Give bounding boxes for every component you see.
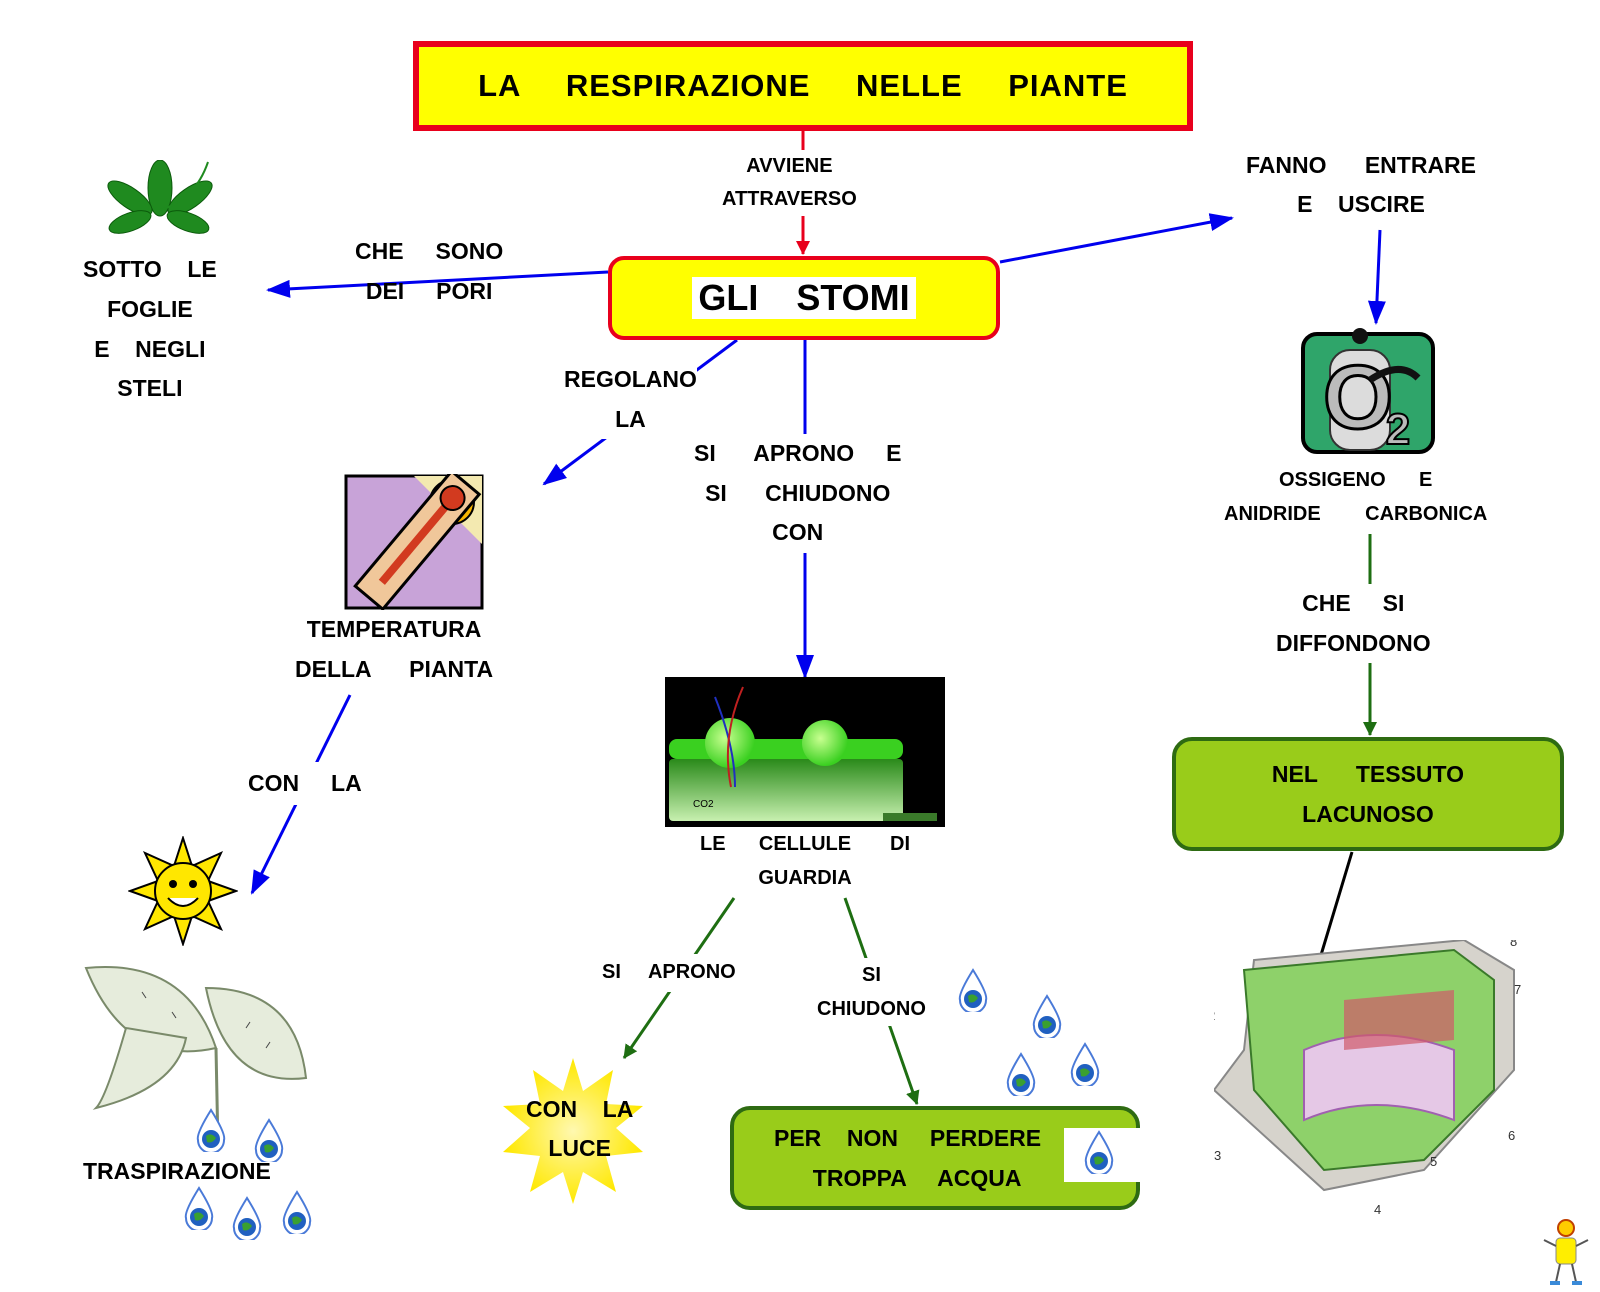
svg-text:5: 5 xyxy=(1430,1154,1437,1169)
water-drop-icon xyxy=(232,1196,262,1240)
link-label-che-si: CHE SI DIFFONDONO xyxy=(1276,584,1431,664)
svg-text:2: 2 xyxy=(1386,405,1410,454)
water-drop-icon xyxy=(1084,1130,1114,1174)
link-label-avviene: AVVIENE ATTRAVERSO xyxy=(722,150,857,217)
leaf-tissue-icon: 123 456 78 xyxy=(1214,940,1521,1216)
ossigeno-label: OSSIGENO E ANIDRIDE CARBONICA xyxy=(1224,469,1488,525)
fanno-entrare-label: FANNO ENTRARE E USCIRE xyxy=(1246,152,1477,217)
link-stomi-fanno xyxy=(999,213,1234,264)
mascot-icon xyxy=(1543,1219,1589,1285)
sotto-foglie-label: SOTTO LE FOGLIE E NEGLI STELI xyxy=(83,256,217,402)
svg-text:O: O xyxy=(1323,348,1393,448)
guard-cell-icon: CO2 xyxy=(665,677,945,827)
stomi-text: GLI STOMI xyxy=(692,277,916,319)
svg-text:3: 3 xyxy=(1214,1148,1221,1163)
plant-transpiration-icon xyxy=(84,966,308,1148)
water-drop-icon xyxy=(1006,1052,1036,1096)
svg-text:2: 2 xyxy=(1214,1008,1215,1023)
link-label-che-sono: CHE SONO DEI PORI xyxy=(355,238,504,304)
link-label-con-la: CON LA xyxy=(244,762,366,805)
thermometer-icon xyxy=(344,474,484,610)
title-box: LA RESPIRAZIONE NELLE PIANTE xyxy=(413,41,1193,131)
tessuto-box: NEL TESSUTO LACUNOSO xyxy=(1172,737,1564,851)
co2-label: CO2 xyxy=(693,799,714,810)
link-label-si-aprono: SI APRONO xyxy=(598,954,740,992)
con-la-luce-label: CON LA LUCE xyxy=(526,1096,634,1161)
svg-text:8: 8 xyxy=(1510,940,1517,949)
svg-text:4: 4 xyxy=(1374,1202,1381,1216)
link-label-si-chiudono: SI CHIUDONO xyxy=(817,958,926,1026)
link-fanno-ossigeno xyxy=(1367,229,1386,325)
temperatura-label: TEMPERATURA DELLA PIANTA xyxy=(295,616,494,682)
link-label-si-aprono-chiudono: SI APRONO E SI CHIUDONO CON xyxy=(694,434,902,553)
water-drop-icon xyxy=(282,1190,312,1234)
tessuto-text: NEL TESSUTO LACUNOSO xyxy=(1271,761,1465,827)
water-drop-icon xyxy=(184,1186,214,1230)
sun-icon xyxy=(128,836,238,946)
cellule-label: LE CELLULE DI GUARDIA xyxy=(700,833,911,889)
link-stomi-foglie xyxy=(266,270,609,298)
water-drop-icon xyxy=(1032,994,1062,1038)
title-text: LA RESPIRAZIONE NELLE PIANTE xyxy=(478,68,1128,103)
svg-text:6: 6 xyxy=(1508,1128,1515,1143)
stomi-box: GLI STOMI xyxy=(608,256,1000,340)
traspirazione-label: TRASPIRAZIONE xyxy=(83,1158,271,1184)
oxygen-tank-icon: O 2 xyxy=(1301,328,1435,455)
light-sun-icon xyxy=(503,1058,643,1204)
link-label-regolano: REGOLANO LA xyxy=(564,360,697,440)
water-drop-icon xyxy=(254,1118,284,1162)
water-drop-icon xyxy=(1070,1042,1100,1086)
acqua-text: PER NON PERDERE TROPPA ACQUA xyxy=(774,1125,1042,1191)
svg-text:7: 7 xyxy=(1514,982,1521,997)
water-drop-icon xyxy=(958,968,988,1012)
leaf-icon xyxy=(107,160,213,234)
water-drop-icon xyxy=(196,1108,226,1152)
